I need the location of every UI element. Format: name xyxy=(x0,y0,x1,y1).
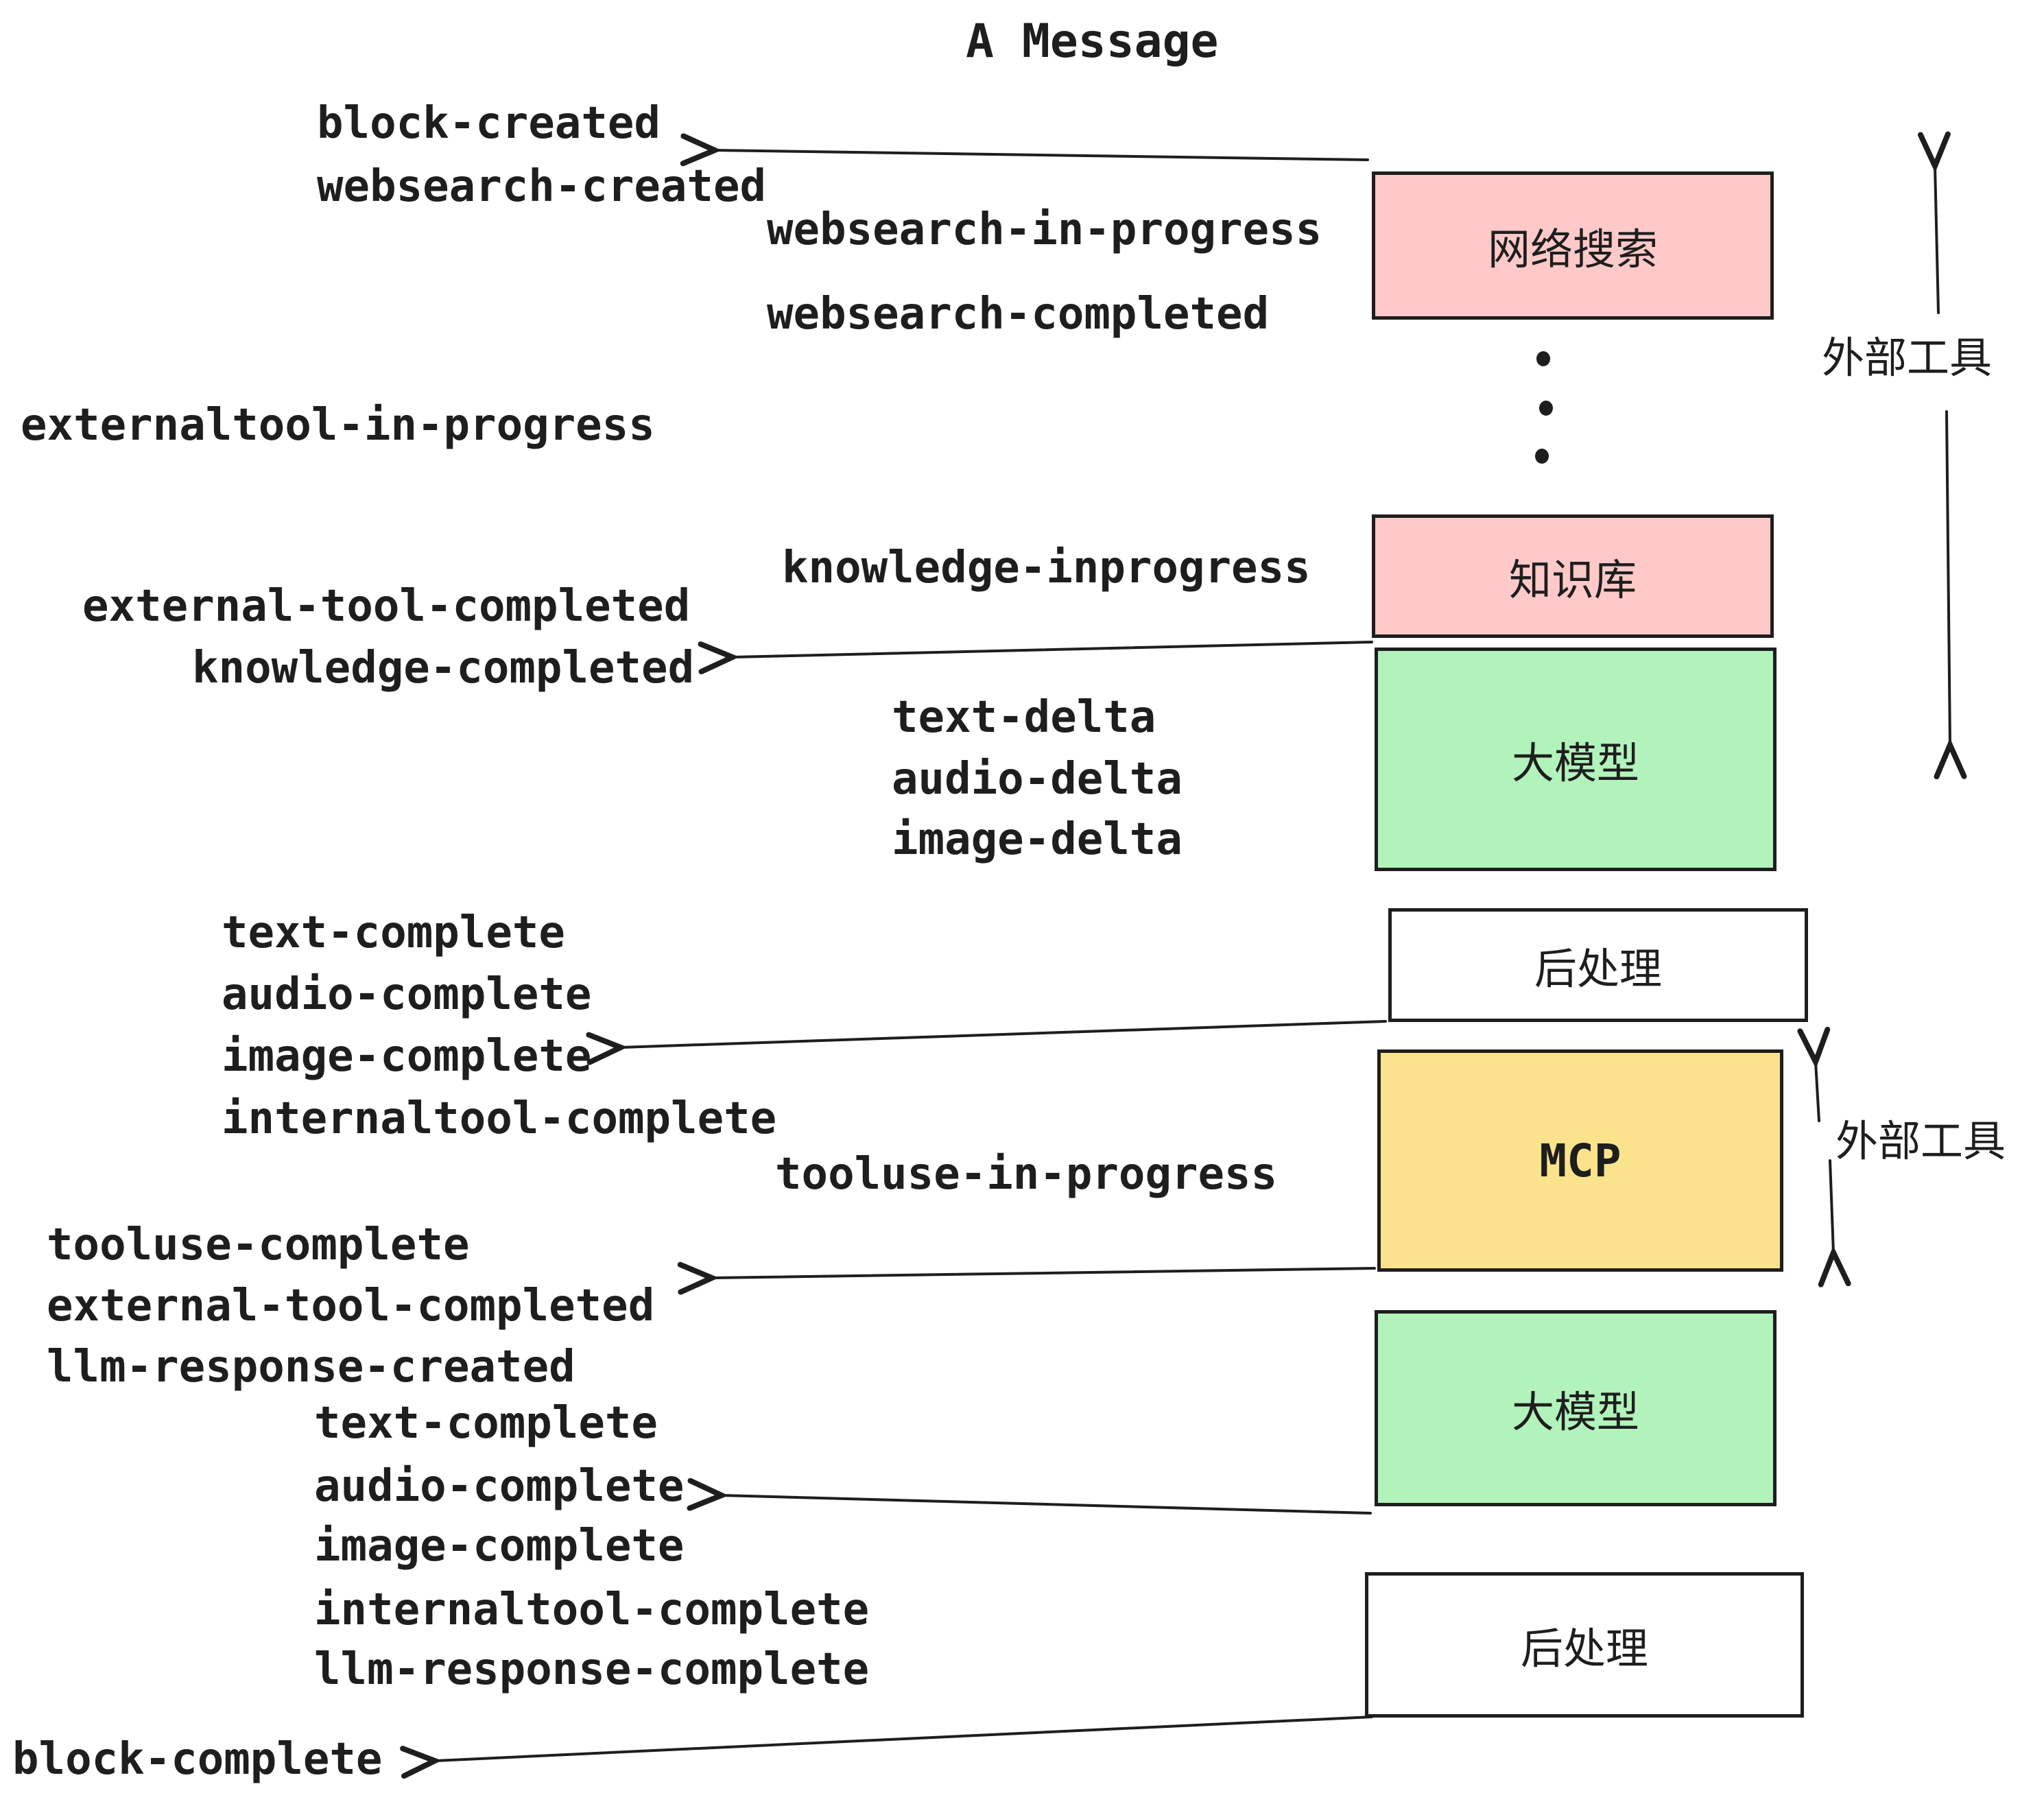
event-text-complete-1: text-complete xyxy=(222,907,565,958)
ellipsis-dot-3 xyxy=(1535,449,1549,464)
box-post-top-label: 后处理 xyxy=(1534,944,1662,994)
event-audio-complete-1: audio-complete xyxy=(222,969,592,1020)
event-knowledge-completed: knowledge-completed xyxy=(192,643,695,693)
box-llm-top: 大模型 xyxy=(1375,648,1776,871)
arrow-external-tools-top-up-icon xyxy=(1935,166,1938,314)
event-knowledge-inprogress: knowledge-inprogress xyxy=(782,543,1311,593)
event-tooluse-complete: tooluse-complete xyxy=(47,1220,470,1270)
event-websearch-in-progress: websearch-in-progress xyxy=(767,204,1322,255)
event-websearch-completed: websearch-completed xyxy=(767,289,1270,340)
event-websearch-created: websearch-created xyxy=(317,161,767,212)
event-text-delta-1: text-delta xyxy=(892,692,1156,743)
event-block-complete: block-complete xyxy=(12,1734,383,1785)
box-llm-bottom: 大模型 xyxy=(1375,1310,1776,1506)
event-external-tool-completed-2: external-tool-completed xyxy=(47,1281,655,1331)
box-knowledge: 知识库 xyxy=(1372,514,1774,638)
arrow-external-tools-top-down-icon xyxy=(1947,410,1950,745)
box-websearch: 网络搜索 xyxy=(1372,171,1774,320)
event-llm-response-created: llm-response-created xyxy=(47,1342,575,1392)
ellipsis-dot-2 xyxy=(1539,401,1553,416)
event-image-complete-1: image-complete xyxy=(222,1031,592,1082)
event-llm-response-complete: llm-response-complete xyxy=(314,1644,870,1695)
arrow-audio-complete-icon xyxy=(722,1495,1372,1515)
event-image-complete-2: image-complete xyxy=(314,1521,685,1571)
external-tools-label-bottom: 外部工具 xyxy=(1835,1116,2006,1166)
arrow-knowledge-completed-icon xyxy=(733,641,1373,657)
box-mcp-label: MCP xyxy=(1539,1134,1621,1187)
arrow-external-tools-mcp-down-icon xyxy=(1830,1159,1833,1253)
box-knowledge-label: 知识库 xyxy=(1508,555,1637,605)
box-post-bottom-label: 后处理 xyxy=(1520,1624,1648,1674)
diagram-title: A Message xyxy=(966,14,1219,69)
event-internaltool-complete-2: internaltool-complete xyxy=(314,1585,870,1635)
event-image-delta-1: image-delta xyxy=(892,814,1183,865)
arrow-external-tools-mcp-up-icon xyxy=(1816,1062,1819,1122)
event-audio-complete-2: audio-complete xyxy=(314,1461,685,1512)
event-block-created: block-created xyxy=(317,98,661,149)
ellipsis-dot-1 xyxy=(1536,351,1550,366)
box-post-top: 后处理 xyxy=(1388,908,1808,1022)
event-external-tool-completed-1: external-tool-completed xyxy=(82,581,691,632)
arrow-block-complete-icon xyxy=(435,1716,1373,1761)
event-text-complete-2: text-complete xyxy=(314,1398,658,1449)
arrow-block-created-icon xyxy=(715,150,1369,160)
box-llm-bottom-label: 大模型 xyxy=(1511,1387,1639,1437)
box-mcp: MCP xyxy=(1377,1049,1783,1272)
box-llm-top-label: 大模型 xyxy=(1511,738,1639,788)
event-audio-delta-1: audio-delta xyxy=(892,754,1183,805)
event-tooluse-in-progress: tooluse-in-progress xyxy=(775,1149,1278,1200)
box-post-bottom: 后处理 xyxy=(1365,1572,1804,1718)
event-externaltool-in-progress: externaltool-in-progress xyxy=(21,400,655,451)
event-internaltool-complete-1: internaltool-complete xyxy=(222,1093,777,1144)
box-websearch-label: 网络搜索 xyxy=(1487,224,1658,274)
arrow-tooluse-complete-icon xyxy=(712,1268,1376,1278)
arrow-image-complete-icon xyxy=(621,1020,1387,1047)
external-tools-label-top: 外部工具 xyxy=(1822,333,1993,383)
